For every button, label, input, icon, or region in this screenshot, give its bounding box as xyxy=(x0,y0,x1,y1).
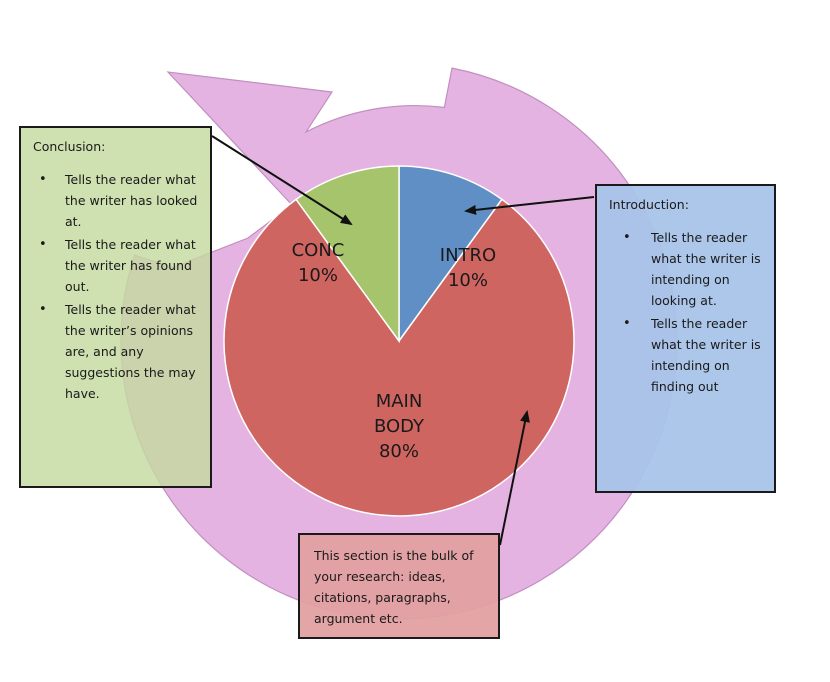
conclusion-bullet: Tells the reader what the writer has fou… xyxy=(33,234,200,297)
main-body-pointer-arrow xyxy=(499,410,530,546)
conclusion-bullet-list: Tells the reader what the writer has loo… xyxy=(33,169,200,404)
pie-slice-conc xyxy=(295,165,400,344)
conclusion-bullet: Tells the reader what the writer’s opini… xyxy=(33,299,200,404)
main-name-line2: BODY xyxy=(373,416,425,437)
conc-slice-label: CONC 10% xyxy=(268,238,368,288)
intro-slice-label: INTRO 10% xyxy=(418,243,518,293)
conc-name: CONC xyxy=(291,240,345,261)
introduction-bullet: Tells the reader what the writer is inte… xyxy=(609,227,764,311)
introduction-box: Introduction: Tells the reader what the … xyxy=(595,184,776,493)
conclusion-pointer-arrow xyxy=(211,135,353,226)
main-name-line1: MAIN xyxy=(375,391,423,412)
intro-name: INTRO xyxy=(439,245,497,266)
introduction-title: Introduction: xyxy=(609,197,689,212)
conclusion-title: Conclusion: xyxy=(33,139,106,154)
intro-percent: 10% xyxy=(447,270,488,291)
main-slice-label: MAIN BODY 80% xyxy=(339,389,459,464)
main-body-text: This section is the bulk of your researc… xyxy=(314,548,474,626)
pie-slice-main-body xyxy=(223,198,575,517)
conc-percent: 10% xyxy=(297,265,338,286)
conclusion-bullet: Tells the reader what the writer has loo… xyxy=(33,169,200,232)
conclusion-box: Conclusion: Tells the reader what the wr… xyxy=(19,126,212,488)
main-body-box: This section is the bulk of your researc… xyxy=(298,533,500,639)
introduction-bullet: Tells the reader what the writer is inte… xyxy=(609,313,764,397)
main-percent: 80% xyxy=(378,441,419,462)
introduction-bullet-list: Tells the reader what the writer is inte… xyxy=(609,227,764,397)
introduction-pointer-arrow xyxy=(464,196,595,215)
